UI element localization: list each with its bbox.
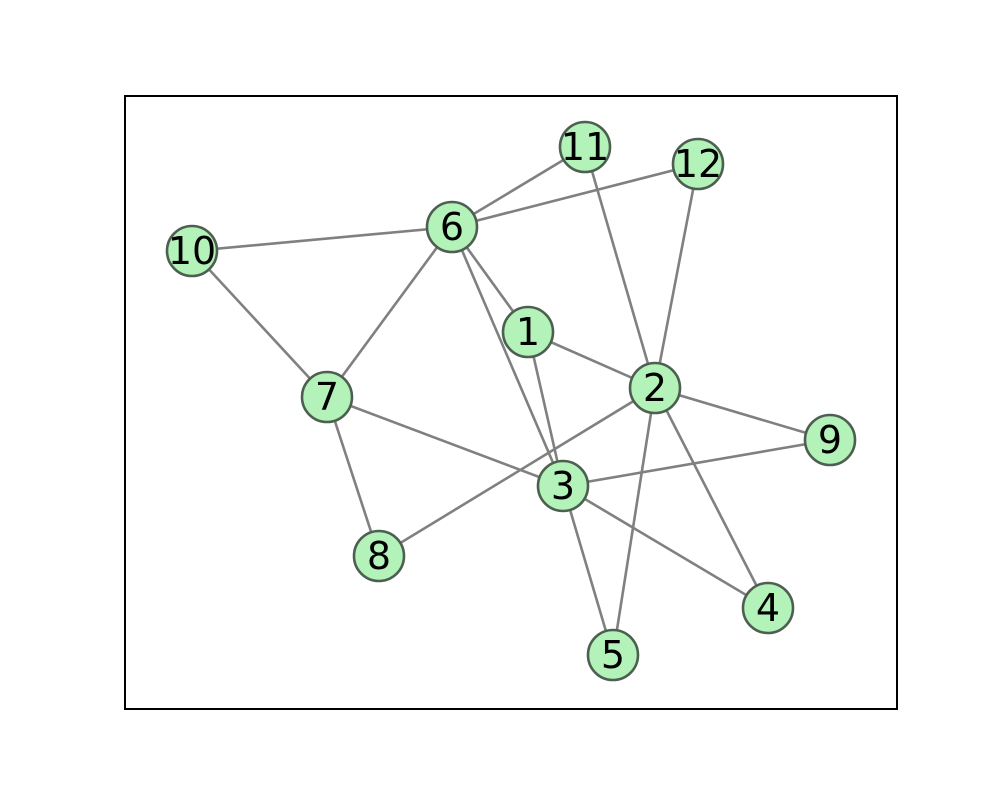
edge-2-9 xyxy=(654,386,831,442)
node-label-11: 11 xyxy=(561,125,609,169)
node-2: 2 xyxy=(628,361,682,415)
node-circle-5 xyxy=(586,628,640,682)
node-circle-2 xyxy=(628,361,682,415)
node-circle-6 xyxy=(425,200,479,254)
node-9: 9 xyxy=(803,413,857,467)
node-circle-7 xyxy=(300,370,354,424)
edge-6-10 xyxy=(191,225,453,253)
edge-6-7 xyxy=(325,226,454,398)
edge-6-12 xyxy=(451,162,699,229)
node-8: 8 xyxy=(352,529,406,583)
node-label-1: 1 xyxy=(516,310,540,354)
edge-2-5 xyxy=(611,387,657,656)
node-12: 12 xyxy=(671,137,725,191)
node-circle-8 xyxy=(352,529,406,583)
node-4: 4 xyxy=(741,581,795,635)
plot-frame xyxy=(124,95,898,710)
node-label-7: 7 xyxy=(315,375,339,419)
node-label-9: 9 xyxy=(818,418,842,462)
node-label-4: 4 xyxy=(756,586,780,630)
edge-7-8 xyxy=(325,396,381,557)
node-label-10: 10 xyxy=(168,229,216,273)
node-label-8: 8 xyxy=(367,534,391,578)
node-1: 1 xyxy=(501,305,555,359)
node-label-2: 2 xyxy=(643,366,667,410)
node-circle-9 xyxy=(803,413,857,467)
edge-2-8 xyxy=(378,386,656,558)
node-3: 3 xyxy=(536,459,590,513)
node-circle-1 xyxy=(501,305,555,359)
node-label-5: 5 xyxy=(601,633,625,677)
node-circle-4 xyxy=(741,581,795,635)
edge-12-2 xyxy=(653,163,700,389)
node-11: 11 xyxy=(558,120,612,174)
edge-11-2 xyxy=(583,146,657,389)
node-label-3: 3 xyxy=(551,464,575,508)
node-label-12: 12 xyxy=(674,142,722,186)
edge-layer xyxy=(191,145,831,656)
node-circle-10 xyxy=(165,224,219,278)
node-10: 10 xyxy=(165,224,219,278)
node-circle-11 xyxy=(558,120,612,174)
edge-3-5 xyxy=(561,485,615,656)
edge-7-3 xyxy=(326,395,564,488)
node-6: 6 xyxy=(425,200,479,254)
edge-1-3 xyxy=(526,331,565,487)
node-label-6: 6 xyxy=(440,205,464,249)
edge-6-3 xyxy=(450,226,565,487)
edge-3-4 xyxy=(562,484,769,610)
node-5: 5 xyxy=(586,628,640,682)
edge-2-4 xyxy=(653,387,770,609)
node-7: 7 xyxy=(300,370,354,424)
node-circle-3 xyxy=(536,459,590,513)
node-circle-12 xyxy=(671,137,725,191)
edge-3-9 xyxy=(562,438,831,488)
edge-10-7 xyxy=(191,250,328,398)
